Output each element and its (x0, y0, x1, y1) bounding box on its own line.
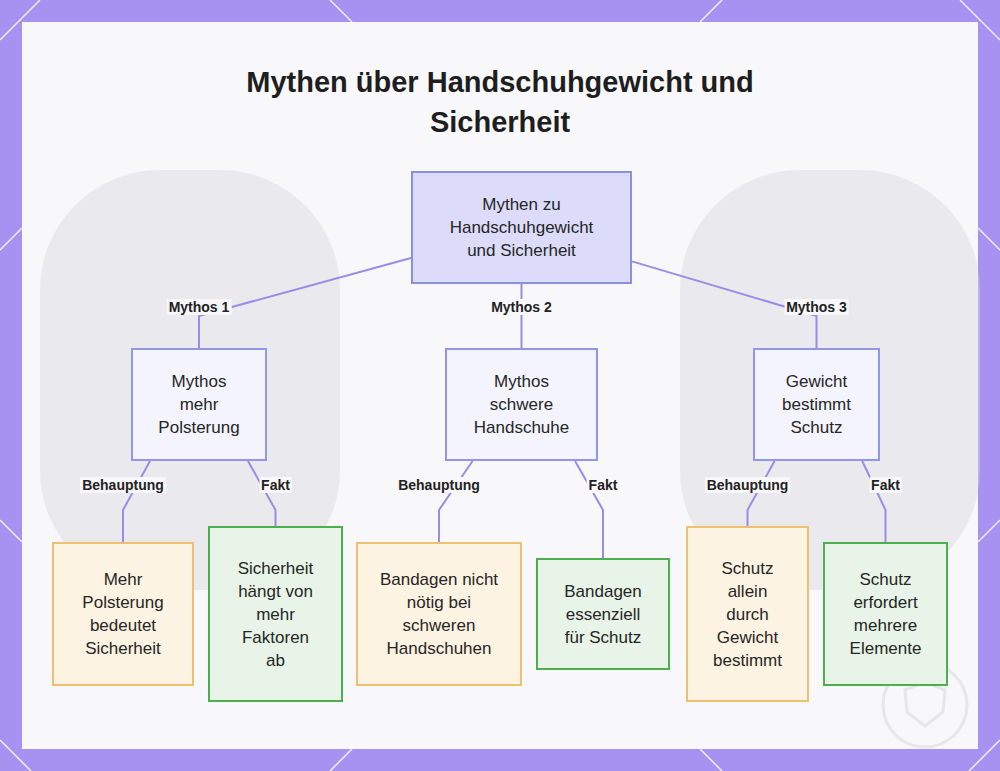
connector-line (862, 461, 885, 542)
claim-box: Mehr Polsterung bedeutet Sicherheit (52, 542, 194, 686)
glove-watermark (40, 170, 980, 590)
node-text: Mythos schwere Handschuhe (472, 370, 572, 439)
node-text: Schutz allein durch Gewicht bestimmt (710, 557, 786, 672)
edge-label: Mythos 3 (784, 299, 849, 315)
edge-label: Mythos 2 (489, 299, 554, 315)
node-text: Schutz erfordert mehrere Elemente (844, 568, 928, 660)
connector-line (439, 461, 473, 542)
edge-label: Behauptung (80, 477, 166, 493)
node-text: Bandagen nicht nötig bei schweren Handsc… (377, 568, 501, 660)
node-text: Gewicht bestimmt Schutz (771, 370, 863, 439)
fact-box: Sicherheit hängt von mehr Faktoren ab (208, 526, 343, 702)
edge-label: Fakt (587, 477, 620, 493)
fact-box: Schutz erfordert mehrere Elemente (823, 542, 948, 686)
node-text: Mythen zu Handschuhgewicht und Sicherhei… (442, 193, 602, 262)
root-box: Mythen zu Handschuhgewicht und Sicherhei… (411, 171, 632, 284)
connector-line (748, 461, 775, 526)
edge-label: Fakt (259, 477, 292, 493)
claim-box: Schutz allein durch Gewicht bestimmt (686, 526, 809, 702)
connector-line (521, 284, 523, 348)
connector-line (123, 461, 150, 542)
edge-label: Fakt (869, 477, 902, 493)
edge-label: Behauptung (396, 477, 482, 493)
node-text: Mythos mehr Polsterung (153, 370, 245, 439)
diagram-title: Mythen über Handschuhgewicht und Sicherh… (200, 62, 800, 142)
connector-line (248, 461, 276, 526)
myth-box: Mythos schwere Handschuhe (445, 348, 598, 461)
node-text: Bandagen essenziell für Schutz (561, 580, 645, 649)
fact-box: Bandagen essenziell für Schutz (536, 558, 670, 670)
node-text: Sicherheit hängt von mehr Faktoren ab (232, 557, 320, 672)
edge-label: Mythos 1 (167, 299, 232, 315)
connector-line (575, 461, 603, 558)
claim-box: Bandagen nicht nötig bei schweren Handsc… (356, 542, 522, 686)
canvas-panel (22, 22, 978, 749)
node-text: Mehr Polsterung bedeutet Sicherheit (77, 568, 169, 660)
myth-box: Gewicht bestimmt Schutz (753, 348, 880, 461)
myth-box: Mythos mehr Polsterung (131, 348, 267, 461)
edge-label: Behauptung (705, 477, 791, 493)
